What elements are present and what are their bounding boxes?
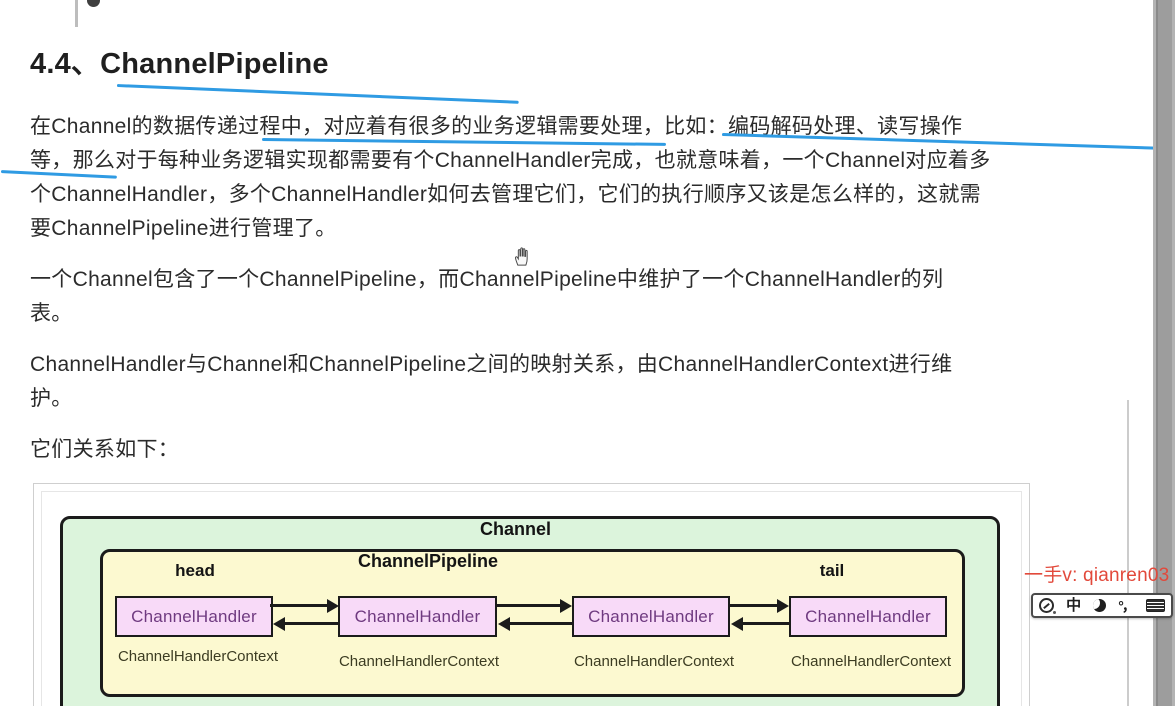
- watermark-text: 一手v: qianren03: [1024, 565, 1170, 586]
- paragraph-3-line-1: ChannelHandler与Channel和ChannelPipeline之间…: [30, 353, 953, 376]
- head-label: head: [175, 561, 215, 580]
- cutoff-glyph-dot: [87, 0, 100, 7]
- ime-logo-icon[interactable]: [1039, 598, 1056, 614]
- paragraph-4: 它们关系如下：: [30, 438, 180, 461]
- ime-logo-subdot: [1053, 611, 1056, 614]
- channelhandler-box-2: ChannelHandler: [338, 596, 497, 637]
- ime-punctuation-button[interactable]: °，: [1118, 597, 1136, 614]
- context-label-4: ChannelHandlerContext: [790, 653, 952, 670]
- ime-fullhalf-moon-icon[interactable]: [1093, 599, 1107, 612]
- arrow-left-1: [284, 622, 340, 625]
- ime-keyboard-icon[interactable]: [1146, 599, 1165, 612]
- arrow-right-1: [270, 604, 328, 607]
- hand-grab-cursor-icon: [514, 247, 528, 266]
- ime-logo-slash: [1043, 602, 1050, 610]
- paragraph-1-line-3: 个ChannelHandler，多个ChannelHandler如何去管理它们，…: [30, 183, 981, 206]
- channelhandler-box-4: ChannelHandler: [789, 596, 947, 637]
- channelhandler-box-1: ChannelHandler: [115, 596, 273, 637]
- arrow-left-2: [509, 622, 574, 625]
- context-label-1: ChannelHandlerContext: [117, 648, 279, 665]
- ime-language-mode-button[interactable]: 中: [1066, 597, 1082, 614]
- channelpipeline-label: ChannelPipeline: [358, 551, 499, 571]
- context-label-2: ChannelHandlerContext: [338, 653, 500, 670]
- paragraph-2-line-2: 表。: [30, 302, 73, 325]
- arrow-right-3: [728, 604, 778, 607]
- heading-underline-annotation: [116, 84, 519, 104]
- tail-label: tail: [819, 561, 845, 580]
- channel-label: Channel: [480, 519, 552, 539]
- window-edge-line: [1127, 400, 1129, 706]
- arrow-left-3: [742, 622, 791, 625]
- paragraph-1-line-4: 要ChannelPipeline进行管理了。: [30, 217, 337, 240]
- ime-status-bar[interactable]: 中 °，: [1031, 593, 1173, 618]
- paragraph-1-line-2: 等，那么对于每种业务逻辑实现都需要有个ChannelHandler完成，也就意味…: [30, 149, 991, 172]
- paragraph-1-line-1: 在Channel的数据传递过程中，对应着有很多的业务逻辑需要处理，比如：编码解码…: [30, 115, 963, 138]
- section-heading: 4.4、ChannelPipeline: [30, 48, 329, 80]
- paragraph-2-line-1: 一个Channel包含了一个ChannelPipeline，而ChannelPi…: [30, 268, 944, 291]
- context-label-3: ChannelHandlerContext: [573, 653, 735, 670]
- channelhandler-box-3: ChannelHandler: [572, 596, 730, 637]
- cutoff-caret-mark: [75, 0, 78, 27]
- paragraph-3-line-2: 护。: [30, 387, 73, 410]
- arrow-right-2: [495, 604, 561, 607]
- scrollbar-thumb[interactable]: [1156, 0, 1172, 706]
